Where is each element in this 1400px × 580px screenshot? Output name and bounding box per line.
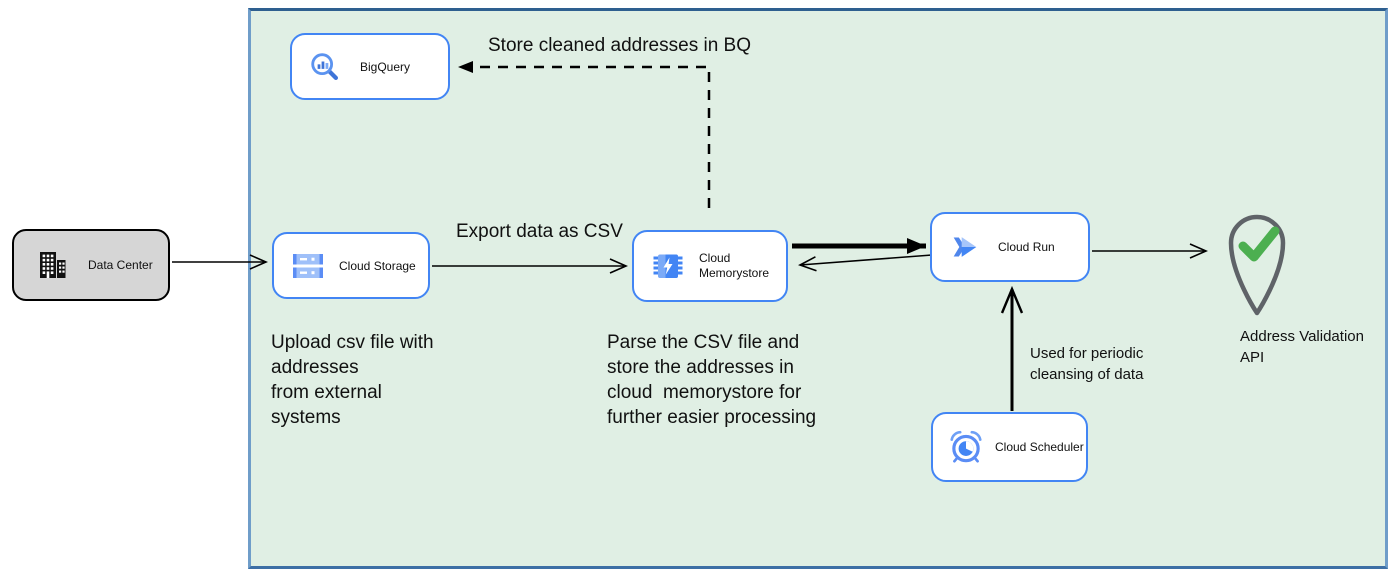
cloud-run-icon — [948, 230, 982, 264]
node-cloud-memorystore[interactable]: Cloud Memorystore — [632, 230, 788, 302]
node-cloud-run[interactable]: Cloud Run — [930, 212, 1090, 282]
annotation-periodic-cleansing: Used for periodic cleansing of data — [1030, 345, 1144, 383]
cloud-scheduler-icon — [947, 428, 985, 466]
address-validation-api-label: Address Validation API — [1240, 328, 1364, 366]
annotation-export-data-as-csv: Export data as CSV — [456, 221, 623, 242]
address-validation-api-node[interactable] — [1221, 206, 1293, 318]
node-bigquery[interactable]: BigQuery — [290, 33, 450, 100]
map-pin-check-icon — [1221, 206, 1293, 318]
node-label: BigQuery — [360, 59, 411, 74]
node-data-center[interactable]: Data Center — [12, 229, 170, 301]
annotation-store-cleaned-addresses: Store cleaned addresses in BQ — [488, 35, 751, 56]
node-label: Cloud Storage — [339, 258, 416, 273]
node-label: Cloud Scheduler — [995, 440, 1084, 454]
annotation-upload-csv: Upload csv file with addresses from exte… — [271, 332, 434, 428]
node-label: Cloud Memorystore — [699, 251, 770, 280]
node-label: Cloud Run — [998, 240, 1055, 254]
gcp-platform-boundary — [248, 8, 1388, 569]
data-center-building-icon — [34, 247, 70, 283]
annotation-parse-csv: Parse the CSV file and store the address… — [607, 332, 817, 428]
node-cloud-storage[interactable]: Cloud Storage — [272, 232, 430, 299]
node-label: Data Center — [88, 258, 153, 272]
cloud-storage-icon — [290, 250, 326, 282]
cloud-memorystore-icon — [650, 248, 686, 284]
node-cloud-scheduler[interactable]: Cloud Scheduler — [931, 412, 1088, 482]
bigquery-icon — [308, 50, 342, 84]
check-icon — [1238, 226, 1280, 262]
